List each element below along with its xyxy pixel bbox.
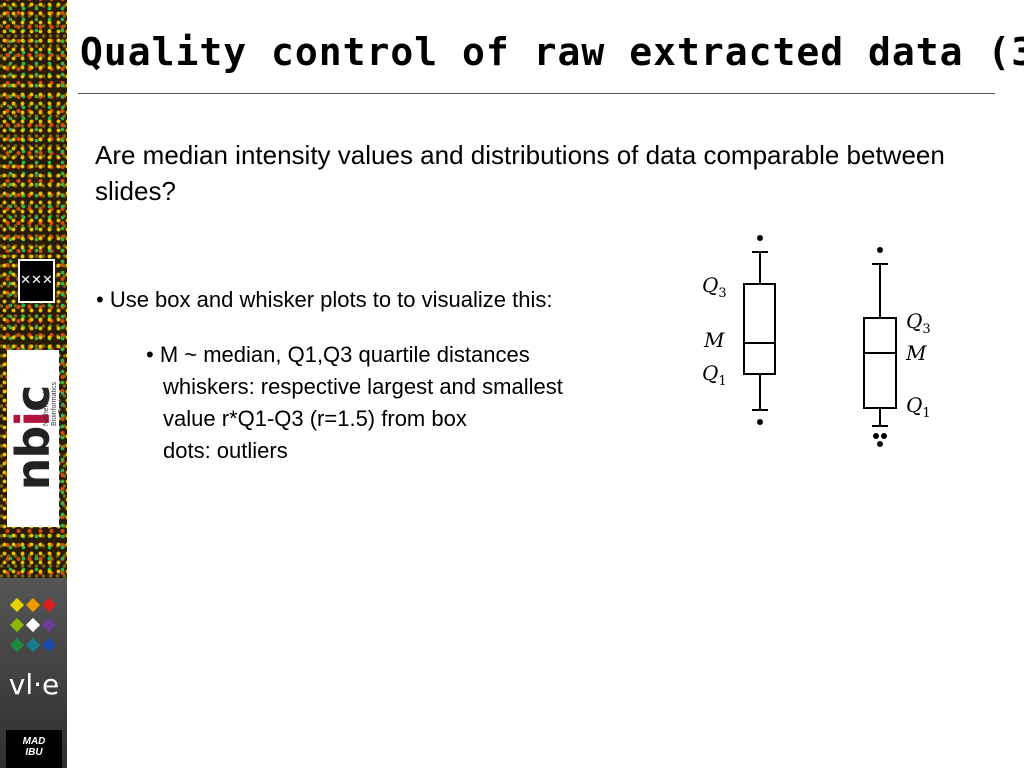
outlier-dot — [877, 441, 883, 447]
outlier-dot — [881, 433, 887, 439]
slide-title: Quality control of raw extracted data (3… — [80, 30, 1024, 74]
main-bullet: • Use box and whisker plots to to visual… — [96, 287, 553, 312]
sub-bullet-line: whiskers: respective largest and smalles… — [163, 374, 563, 399]
mad-ibu-logo: MAD IBU — [6, 730, 62, 768]
title-divider — [78, 93, 995, 94]
label-q1-left: Q1 — [702, 361, 727, 389]
intro-question: Are median intensity values and distribu… — [95, 140, 945, 206]
nbic-logo: nbic Netherlands Bioinformatics Centre — [6, 350, 65, 527]
label-q3-left: Q3 — [702, 273, 727, 301]
sub-bullet-line: value r*Q1-Q3 (r=1.5) from box — [163, 406, 467, 431]
outlier-dot — [757, 419, 763, 425]
label-m-right: M — [905, 341, 927, 365]
nbic-logo-subtitle: Netherlands Bioinformatics Centre — [43, 382, 65, 426]
university-logo-mark: ✕✕✕ — [20, 273, 53, 288]
vle-logo-dots — [6, 596, 62, 660]
outlier-dot — [877, 247, 883, 253]
microarray-strip: ✕✕✕ nbic Netherlands Bioinformatics Cent… — [0, 0, 67, 768]
sub-bullet-block: • M ~ median, Q1,Q3 quartile distances w… — [146, 338, 563, 468]
outlier-dot — [873, 433, 879, 439]
sub-bullet-line: dots: outliers — [163, 438, 288, 463]
label-q1-right: Q1 — [906, 393, 931, 421]
university-logo: ✕✕✕ — [18, 259, 55, 303]
outlier-dot — [757, 235, 763, 241]
boxplot-right — [863, 247, 897, 447]
boxplot-diagram: Q3 M Q1 Q3 M Q1 — [690, 230, 970, 460]
label-q3-right: Q3 — [906, 309, 931, 337]
sub-bullet-line: • M ~ median, Q1,Q3 quartile distances — [146, 342, 530, 367]
boxplot-left — [743, 235, 776, 425]
label-m-left: M — [703, 328, 725, 352]
vle-logo-text: vl·e — [8, 668, 60, 701]
